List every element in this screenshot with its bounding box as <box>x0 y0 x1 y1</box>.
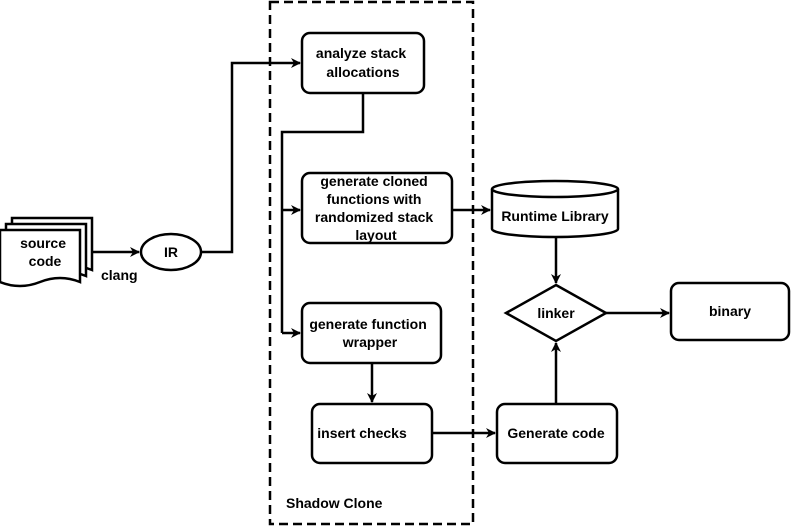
insert-checks-label: insert checks <box>317 425 407 441</box>
clang-label: clang <box>101 267 138 283</box>
ir-label: IR <box>164 244 178 260</box>
analyze-node <box>300 31 426 95</box>
shadow-clone-group <box>268 0 475 526</box>
generate-wrapper-label: generate function wrapper <box>309 316 430 350</box>
generate-cloned-node <box>300 171 454 245</box>
runtime-library-node: Runtime Library <box>490 179 620 239</box>
linker-node <box>503 283 609 343</box>
binary-label: binary <box>709 303 751 319</box>
source-code-label: source code <box>20 235 70 269</box>
shadow-clone-label: Shadow Clone <box>286 495 383 511</box>
edge-analyze-split <box>280 93 365 333</box>
source-code-node: source code <box>0 216 94 288</box>
binary-node <box>669 281 791 342</box>
generate-code-label: Generate code <box>507 425 604 441</box>
edge-ir-to-analyze <box>201 58 301 254</box>
linker-label: linker <box>537 305 575 321</box>
runtime-library-label: Runtime Library <box>501 208 609 224</box>
generate-wrapper-node <box>300 301 443 365</box>
analyze-label: analyze stack allocations <box>316 45 410 80</box>
generate-cloned-label: generate cloned functions with randomize… <box>315 173 437 243</box>
